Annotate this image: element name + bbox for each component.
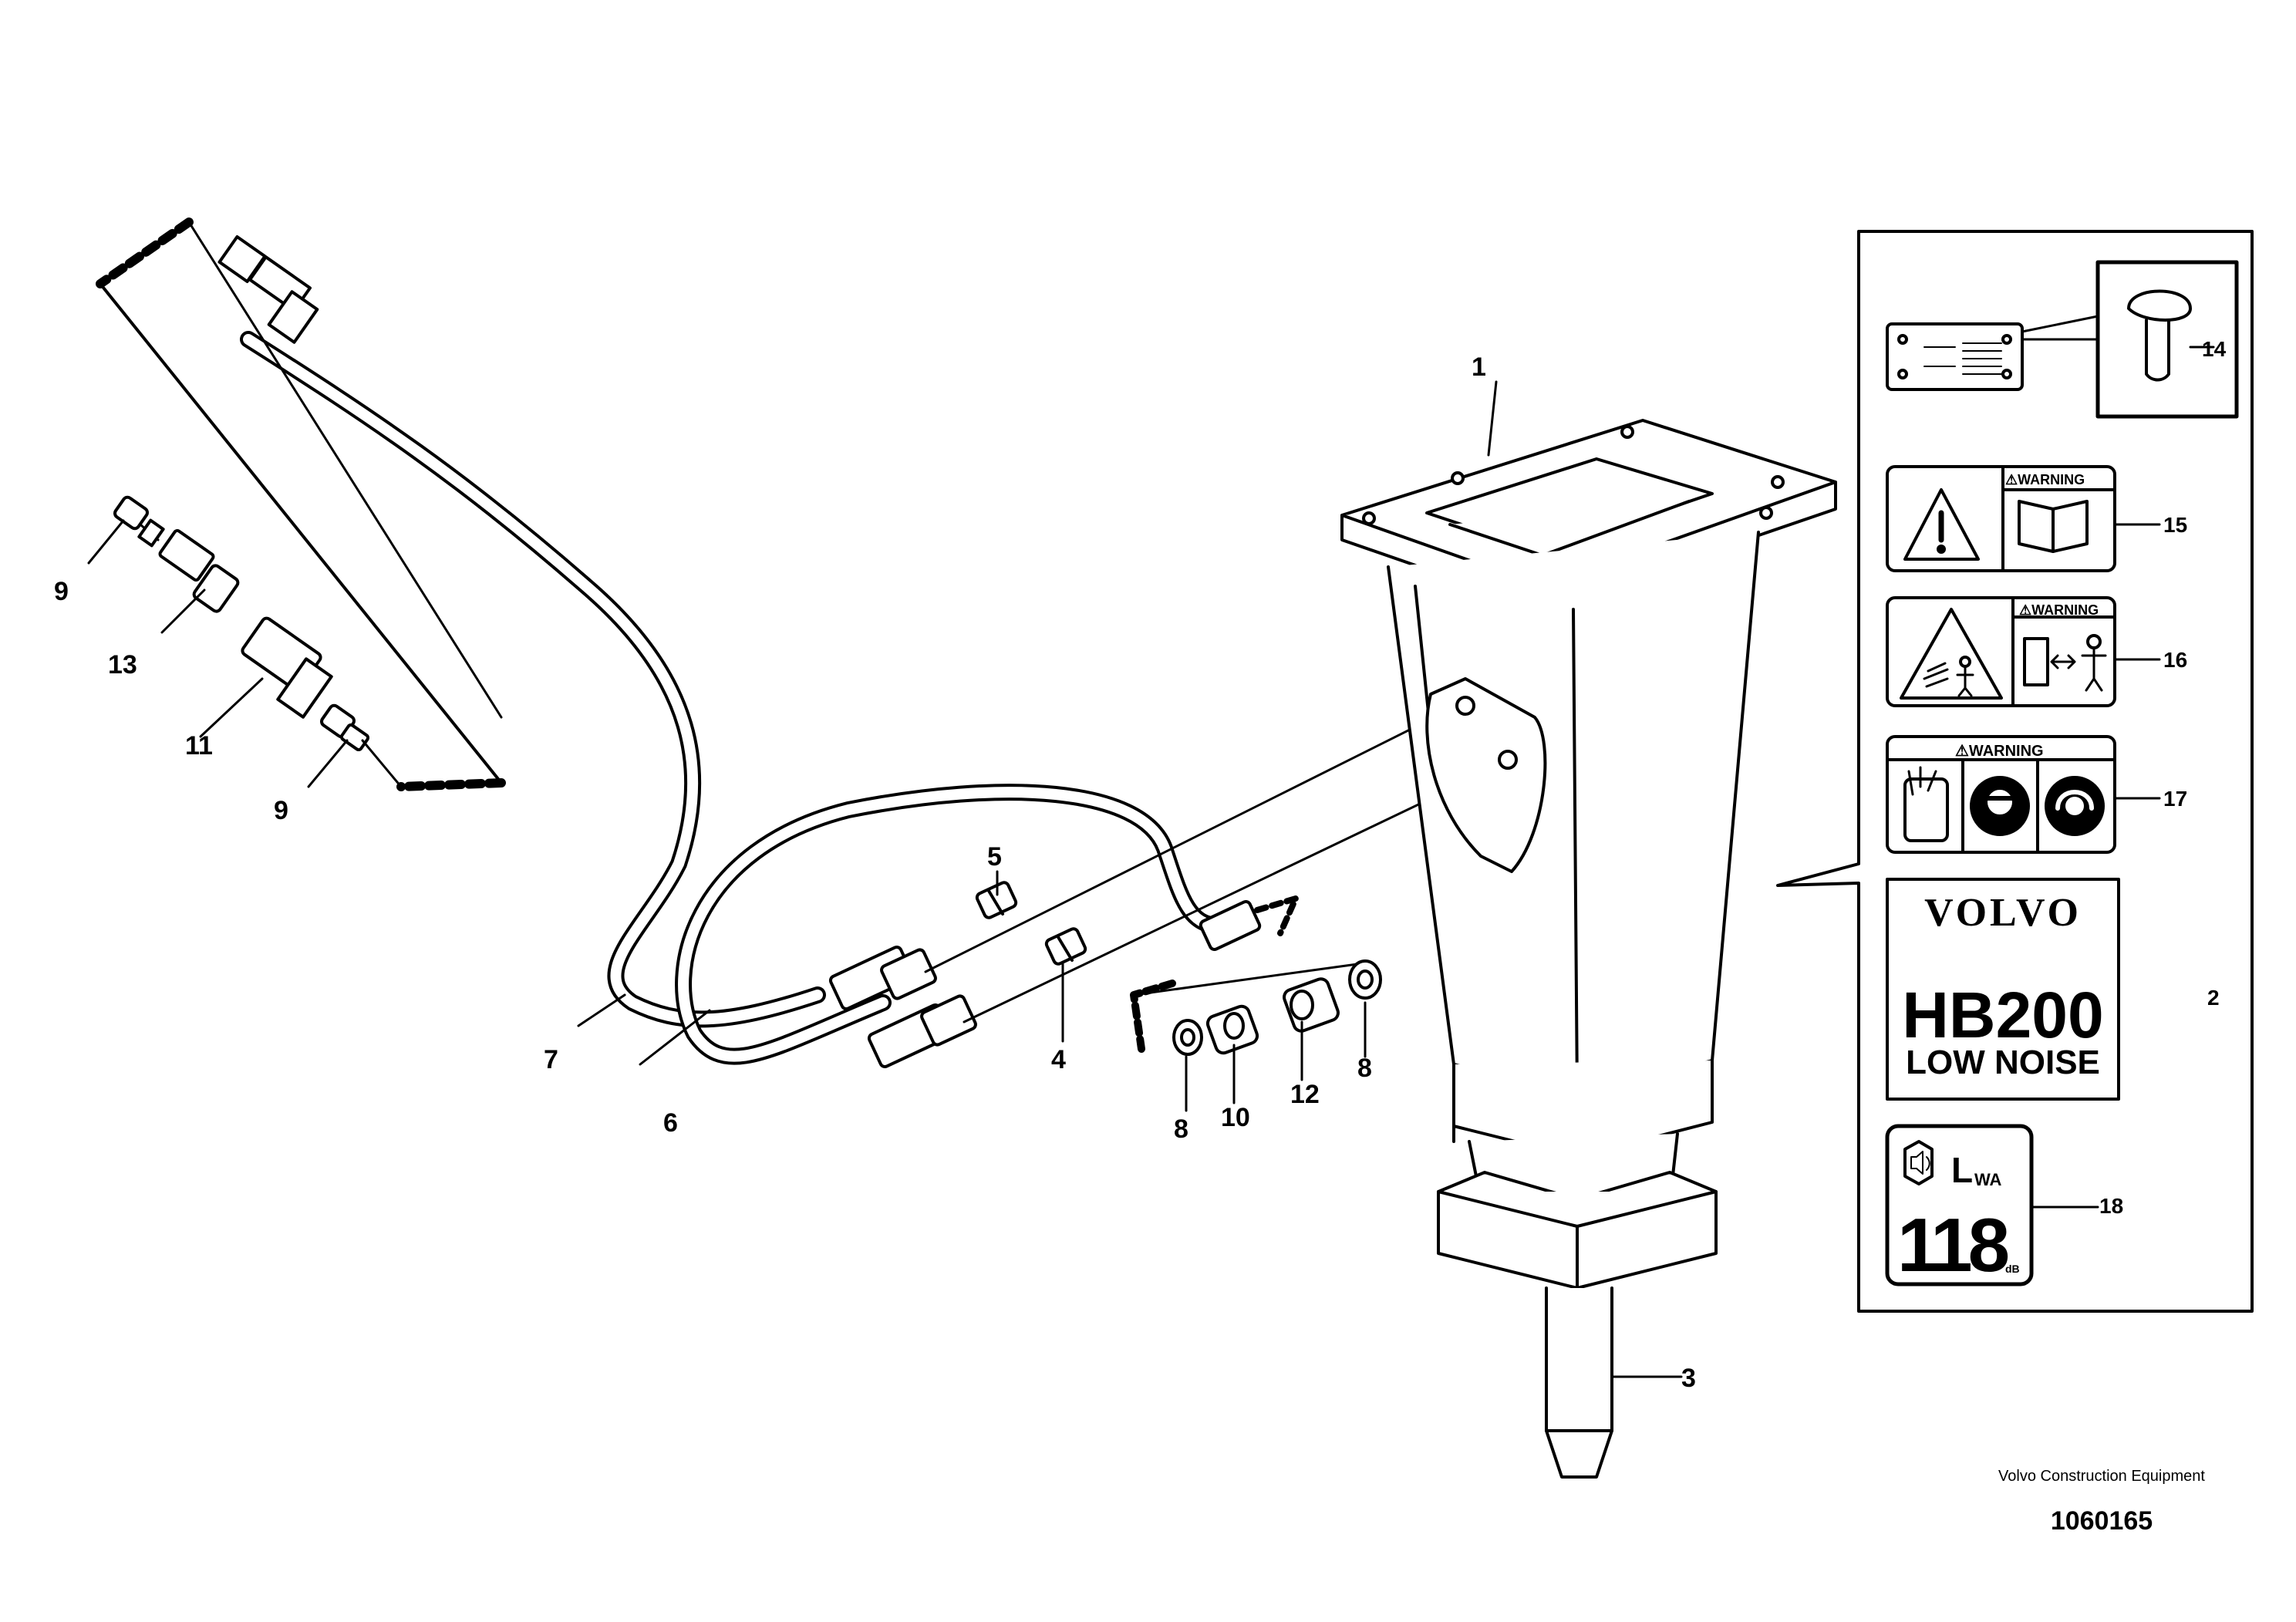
callout-12: 12 (1290, 1080, 1320, 1109)
callout-8a: 8 (1174, 1114, 1188, 1144)
callout-15: 15 (2163, 513, 2187, 537)
callout-14: 14 (2202, 337, 2227, 361)
callout-5: 5 (987, 842, 1002, 872)
callout-1: 1 (1472, 352, 1486, 382)
model-decal (1886, 878, 2120, 1101)
callout-10: 10 (1221, 1103, 1250, 1132)
coupling-assembly-left (113, 495, 403, 788)
warning-text-15: ⚠WARNING (2005, 472, 2085, 487)
callouts: 1 2 3 4 5 6 7 8 8 9 9 10 11 12 13 14 15 … (54, 337, 2227, 1393)
hose-7 (217, 234, 826, 1028)
callout-13: 13 (108, 650, 137, 679)
hose-6 (675, 784, 1299, 1069)
warning-decal-manual (1886, 465, 2161, 572)
callout-4: 4 (1051, 1045, 1066, 1074)
warning-decal-ppe (1886, 735, 2161, 854)
callout-11: 11 (185, 731, 213, 760)
warning-text-17: ⚠WARNING (1955, 743, 2044, 760)
sound-level-decal (1885, 1124, 2099, 1286)
id-plate (1886, 260, 2239, 419)
dashed-frame (96, 218, 506, 791)
callout-9a: 9 (54, 577, 69, 606)
callout-16: 16 (2163, 648, 2187, 672)
callout-7: 7 (544, 1045, 558, 1074)
callout-6: 6 (663, 1108, 678, 1138)
callout-17: 17 (2163, 787, 2187, 811)
callout-9b: 9 (274, 796, 288, 825)
model-text: HB200 (1902, 979, 2103, 1051)
callout-18: 18 (2099, 1194, 2123, 1218)
fitting-5 (975, 881, 1018, 919)
chisel (1545, 1286, 1613, 1479)
footer-diagram-number: 1060165 (2050, 1506, 2153, 1536)
sound-symbol: L (1951, 1150, 1973, 1190)
callout-2: 2 (2207, 986, 2220, 1010)
warning-decal-distance (1886, 596, 2161, 707)
breaker-housing (1340, 419, 1837, 1479)
brand-text: VOLVO (1924, 891, 2082, 935)
sound-unit: dB (2005, 1263, 2020, 1275)
warning-text-16: ⚠WARNING (2019, 602, 2099, 618)
callout-8b: 8 (1357, 1054, 1372, 1083)
seal-kit (1172, 959, 1382, 1056)
sound-sub: WA (1974, 1170, 2002, 1189)
decal-text: ⚠WARNING ⚠WARNING ⚠WARNING VOLVO HB200 L… (1897, 472, 2104, 1287)
fitting-4 (1044, 927, 1087, 966)
decal-panel (1776, 230, 2254, 1313)
callout-3: 3 (1681, 1364, 1696, 1393)
footer-manufacturer: Volvo Construction Equipment (1998, 1468, 2205, 1485)
variant-text: LOW NOISE (1906, 1044, 2100, 1081)
sound-value: 118 (1897, 1202, 2008, 1287)
